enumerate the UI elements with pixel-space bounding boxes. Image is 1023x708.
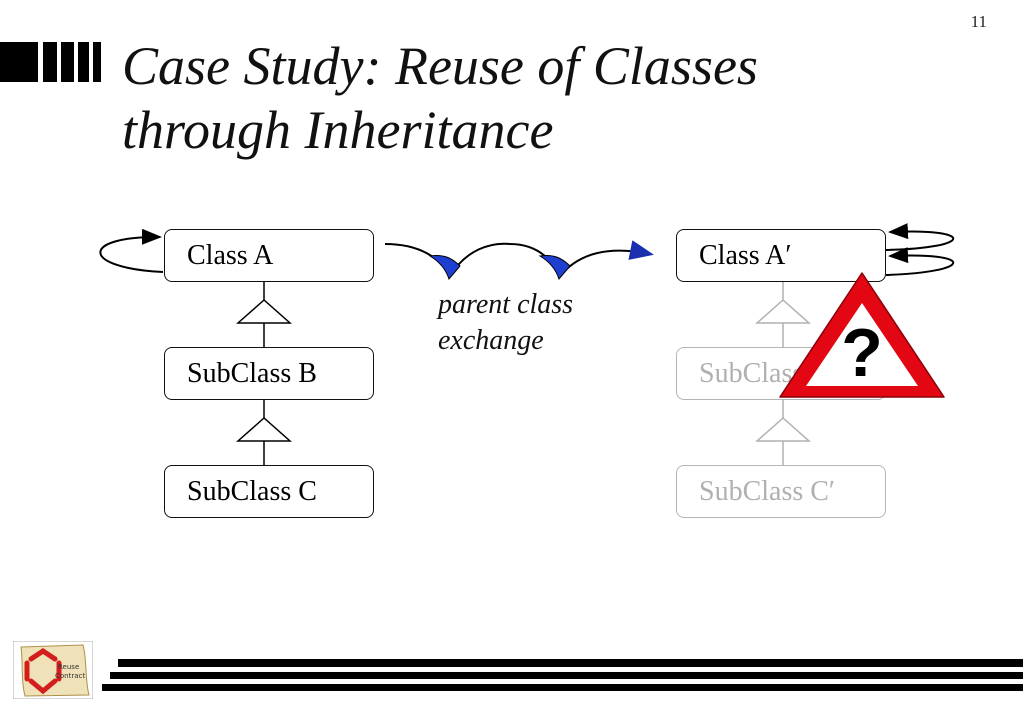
class-a-prime-label: Class A′ (699, 239, 792, 271)
subclass-c-prime-box: SubClass C′ (676, 465, 886, 518)
right-inheritance-bc (755, 400, 811, 466)
parent-exchange-arrow (384, 240, 654, 281)
title-bars-decoration (0, 42, 101, 82)
subclass-b-label: SubClass B (187, 357, 317, 389)
subclass-b-box: SubClass B (164, 347, 374, 400)
footer-rule-lines (102, 659, 1023, 691)
slide-title: Case Study: Reuse of Classes through Inh… (122, 34, 758, 162)
warning-question-mark: ? (841, 315, 883, 391)
right-self-call-arrow-upper (885, 223, 955, 251)
left-self-call-arrow (99, 228, 164, 273)
class-a-prime-box: Class A′ (676, 229, 886, 282)
right-inheritance-ab (755, 282, 811, 348)
class-a-box: Class A (164, 229, 374, 282)
class-a-label: Class A (187, 239, 274, 271)
left-inheritance-bc (236, 400, 292, 466)
logo-text-line-2: Contract (55, 672, 85, 680)
title-line-1: Case Study: Reuse of Classes (122, 36, 758, 96)
logo-text-line-1: Reuse (58, 663, 79, 671)
subclass-c-box: SubClass C (164, 465, 374, 518)
caption-line-2: exchange (438, 325, 544, 356)
left-inheritance-ab (236, 282, 292, 348)
reuse-contract-logo: Reuse Contract (13, 641, 93, 699)
right-self-call-arrow-lower (885, 247, 955, 276)
title-line-2: through Inheritance (122, 100, 554, 160)
parent-class-exchange-caption: parent class exchange (438, 287, 573, 359)
subclass-c-label: SubClass C (187, 475, 317, 507)
caption-line-1: parent class (438, 289, 574, 320)
page-number: 11 (970, 12, 987, 31)
subclass-c-prime-label: SubClass C′ (699, 475, 836, 507)
